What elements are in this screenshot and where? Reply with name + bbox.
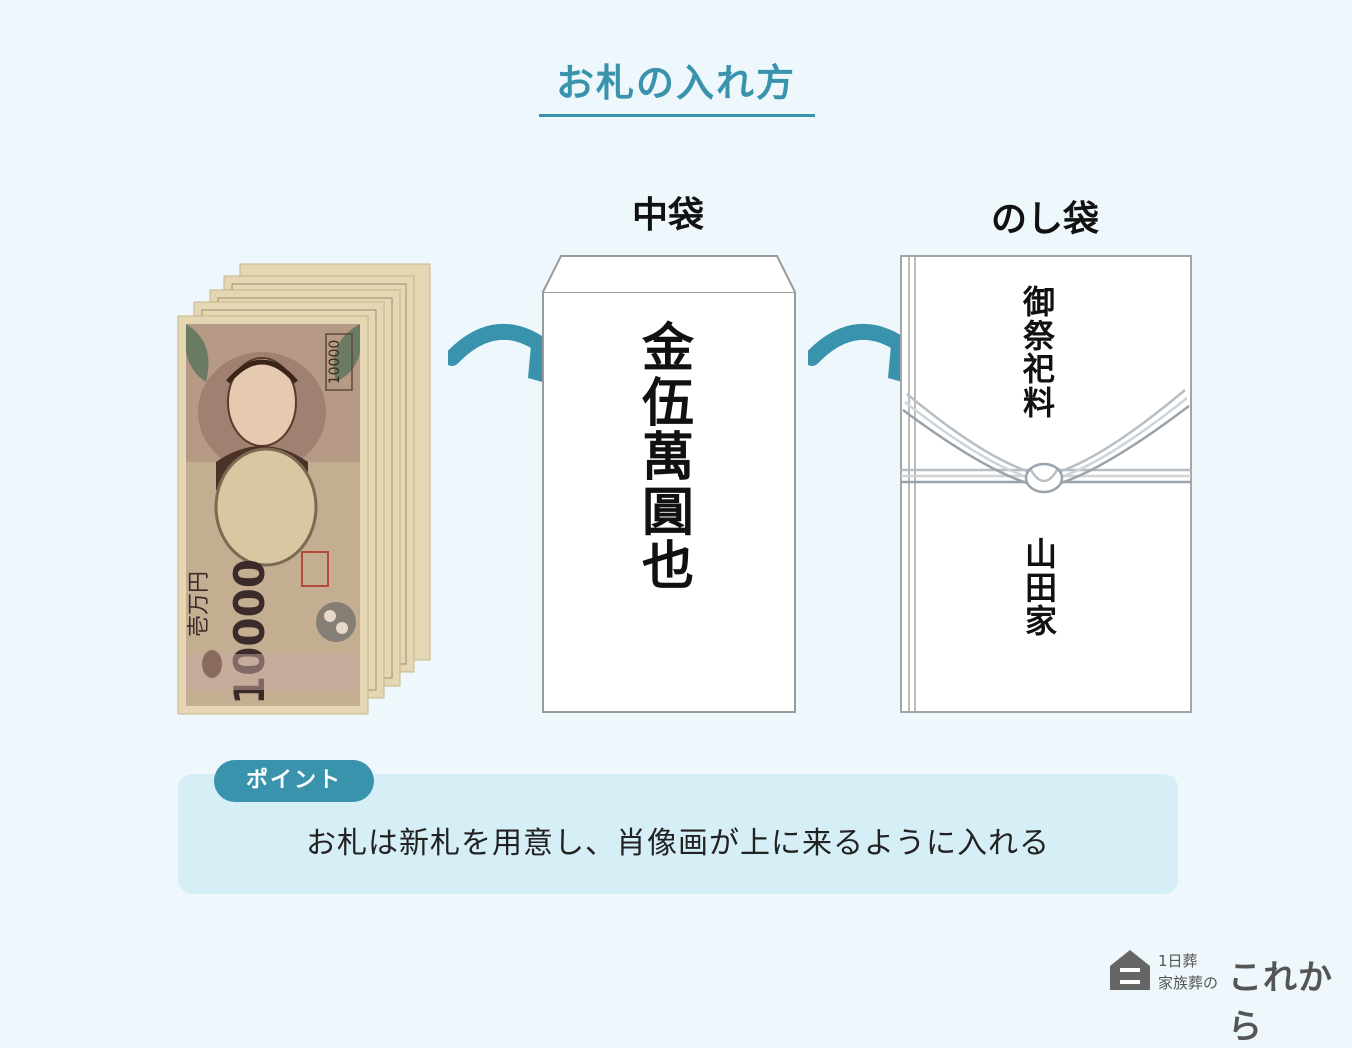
banknote-denomination: 壱万円 <box>187 571 212 637</box>
amount-char-4: 圓 <box>641 481 694 543</box>
name-char-3: 家 <box>1024 602 1057 641</box>
banknote-seal-icon <box>301 551 329 587</box>
amount-char-3: 萬 <box>641 427 694 489</box>
amount-char-2: 伍 <box>641 372 694 434</box>
logo-brand: これから <box>1228 958 1333 1047</box>
noshi-upper-inscription: 御 祭 祀 料 <box>1016 283 1062 422</box>
house-logo-icon <box>1110 950 1150 990</box>
point-text: お札は新札を用意し、肖像画が上に来るように入れる <box>306 826 1050 861</box>
inscription-char-3: 祀 <box>1022 350 1055 389</box>
noshi-envelope <box>900 255 1192 713</box>
banknote-front: 10000 10000 壱万円 <box>177 315 369 715</box>
inscription-char-4: 料 <box>1022 383 1055 422</box>
amount-char-1: 金 <box>641 318 694 379</box>
inner-envelope-label: 中袋 <box>631 195 704 236</box>
cherry-blossom-icon <box>316 602 356 642</box>
banknote-corner-number: 10000 <box>327 340 343 385</box>
page-title: お札の入れ方 <box>555 61 796 105</box>
noshi-lower-name: 山 田 家 <box>1018 535 1064 641</box>
inner-envelope <box>542 255 796 713</box>
inscription-char-2: 祭 <box>1022 316 1055 355</box>
logo-tagline-2: 家族葬の <box>1158 974 1219 992</box>
logo-tagline-1: 1日葬 <box>1158 952 1198 970</box>
inner-envelope-amount: 金 伍 萬 圓 也 <box>630 318 706 598</box>
amount-char-5: 也 <box>641 536 694 598</box>
name-char-2: 田 <box>1024 568 1057 607</box>
point-badge: ポイント <box>214 760 374 802</box>
banknote-stack-illustration: 10000 10000 壱万円 <box>177 263 431 715</box>
title-underline <box>539 114 815 117</box>
mizuhiki-cord <box>901 389 1191 494</box>
noshi-envelope-label: のし袋 <box>990 199 1099 240</box>
inscription-char-1: 御 <box>1022 283 1055 321</box>
name-char-1: 山 <box>1024 535 1057 573</box>
